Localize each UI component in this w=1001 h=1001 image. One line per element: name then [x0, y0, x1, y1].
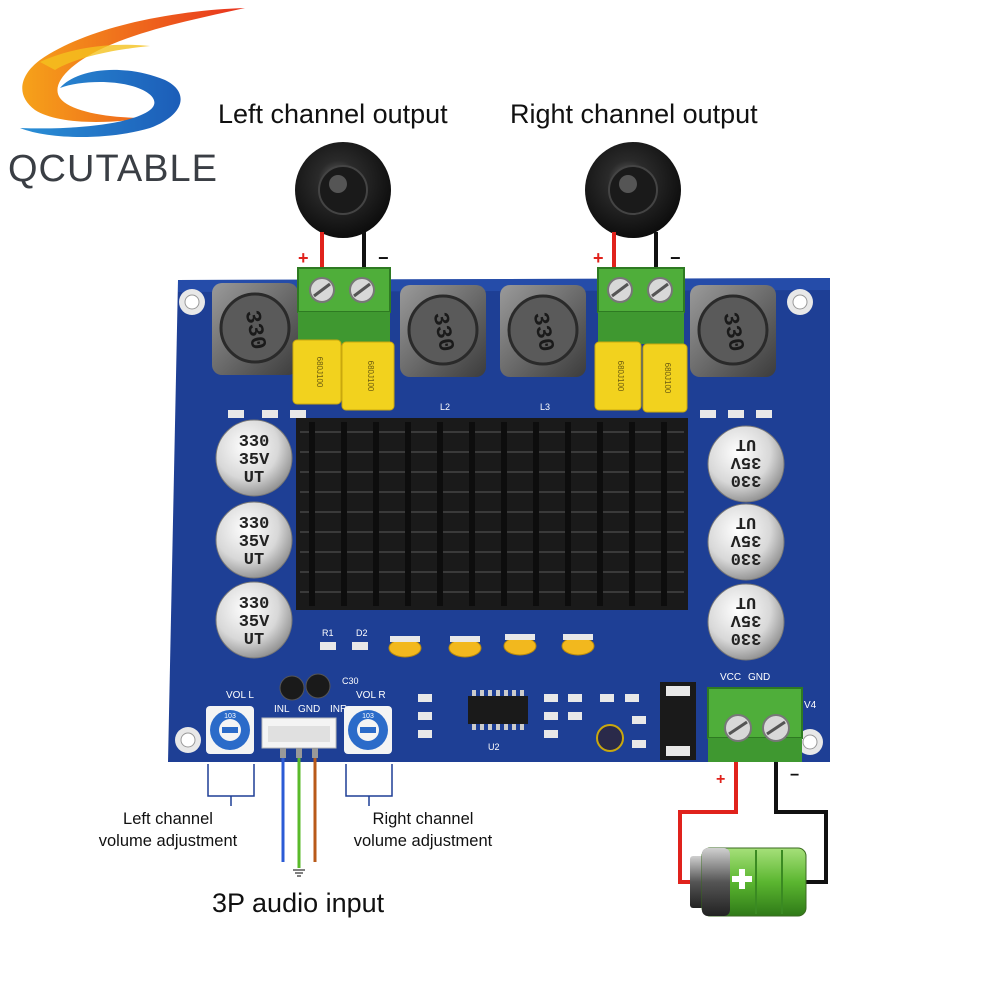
volume-brackets [207, 764, 393, 806]
left-plus-mark: + [298, 248, 309, 268]
right-volume-label: Right channel volume adjustment [343, 808, 503, 852]
inductor-l2: 330 [400, 285, 486, 377]
silk-r1: R1 [322, 628, 334, 638]
cap-text: 35V [239, 613, 270, 632]
right-volume-label-line1: Right channel [372, 810, 474, 828]
heatsink [296, 418, 688, 610]
right-minus-mark: − [670, 248, 681, 268]
silk-vol-r: VOL R [356, 690, 386, 701]
right-plus-mark: + [593, 248, 604, 268]
right-volume-label-line2: volume adjustment [353, 832, 493, 850]
cap-text: UT [736, 434, 756, 453]
right-output-label: Right channel output [510, 99, 758, 129]
film-cap-text-1: 680J100 [315, 357, 324, 388]
cap-text: UT [736, 512, 756, 531]
smd-resistors-lower [418, 694, 646, 748]
cap-text: 330 [239, 433, 270, 452]
left-pot-code: 103 [224, 713, 236, 720]
small-electrolytic-caps [279, 673, 624, 752]
cap-text: UT [244, 469, 264, 488]
right-speaker-icon [585, 142, 681, 238]
smd-components-top [228, 410, 772, 418]
diode-d1 [660, 682, 696, 760]
silk-l3: L3 [540, 402, 550, 412]
power-plus-mark: + [716, 771, 725, 788]
ic-chip-u2 [468, 690, 528, 730]
film-cap-text-3: 680J100 [616, 361, 625, 392]
cap-text: 35V [239, 533, 270, 552]
cap-text: 35V [239, 451, 270, 470]
cap-text: 35V [730, 530, 761, 549]
cap-text: 35V [730, 610, 761, 629]
cap-text: 330 [731, 470, 762, 489]
cap-text: 330 [731, 628, 762, 647]
silk-d2: D2 [356, 628, 368, 638]
silk-vol-l: VOL L [226, 690, 254, 701]
left-volume-label-line2: volume adjustment [98, 832, 238, 850]
left-speaker-icon [295, 142, 391, 238]
ground-symbol-icon [293, 869, 305, 877]
cap-text: 330 [239, 595, 270, 614]
audio-input-label: 3P audio input [212, 888, 385, 918]
brand-name: QCUTABLE [8, 148, 219, 190]
silk-u2: U2 [488, 742, 500, 752]
silk-l2: L2 [440, 402, 450, 412]
silk-inr: INR [330, 704, 347, 715]
inductor-l4: 330 [690, 285, 776, 377]
left-volume-label-line1: Left channel [123, 810, 213, 828]
left-volume-label: Left channel volume adjustment [88, 808, 248, 852]
silk-inl: INL [274, 704, 290, 715]
left-output-terminal [297, 267, 391, 344]
audio-input-connector[interactable] [261, 717, 337, 758]
cap-text: UT [736, 592, 756, 611]
cap-text: 35V [730, 452, 761, 471]
inductor-l1: 330 [212, 283, 298, 375]
film-cap-text-2: 680J100 [366, 361, 375, 392]
film-cap-text-4: 680J100 [663, 363, 672, 394]
brand-logo-icon [20, 8, 246, 137]
left-output-label: Left channel output [218, 99, 448, 129]
cap-text: UT [244, 631, 264, 650]
silk-c30: C30 [342, 676, 359, 686]
silk-gnd: GND [298, 704, 320, 715]
film-capacitors: 680J100 680J100 680J100 680J100 [292, 339, 688, 413]
cap-text: UT [244, 551, 264, 570]
silk-v4: V4 [804, 700, 817, 711]
cap-text: 330 [239, 515, 270, 534]
inductor-l3: 330 [500, 285, 586, 377]
power-minus-mark: − [790, 767, 799, 784]
silk-vcc: VCC [720, 672, 741, 683]
right-output-terminal [597, 267, 685, 344]
right-pot-code: 103 [362, 713, 374, 720]
battery-icon [690, 847, 807, 917]
silk-gnd-power: GND [748, 672, 770, 683]
power-terminal [707, 687, 803, 762]
cap-text: 330 [731, 548, 762, 567]
left-minus-mark: − [378, 248, 389, 268]
ceramic-capacitors [388, 636, 595, 658]
right-volume-potentiometer[interactable]: 103 [344, 706, 392, 754]
left-volume-potentiometer[interactable]: 103 [206, 706, 254, 754]
